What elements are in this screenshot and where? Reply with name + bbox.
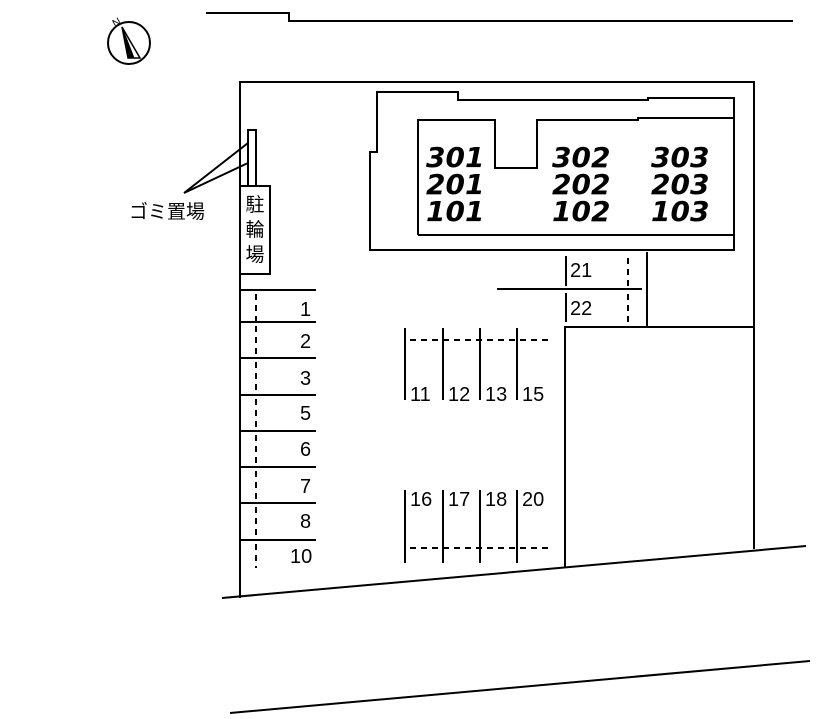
compass-north-arrow-icon bbox=[107, 21, 151, 65]
top-boundary-line bbox=[206, 12, 793, 22]
room-101: 101 bbox=[426, 195, 485, 228]
room-203: 203 bbox=[651, 168, 710, 201]
parking-space-16: 16 bbox=[410, 489, 433, 511]
parking-space-10: 10 bbox=[290, 546, 313, 568]
parking-space-6: 6 bbox=[300, 439, 312, 461]
parking-space-2: 2 bbox=[300, 331, 312, 353]
property-boundary bbox=[239, 81, 755, 598]
room-303: 303 bbox=[651, 141, 710, 174]
room-103: 103 bbox=[651, 195, 710, 228]
room-302: 302 bbox=[552, 141, 611, 174]
center-bottom-parking-lines bbox=[404, 490, 518, 563]
room-301: 301 bbox=[426, 141, 485, 174]
room-201: 201 bbox=[426, 168, 485, 201]
room-102: 102 bbox=[552, 195, 611, 228]
parking-space-1: 1 bbox=[300, 299, 312, 321]
garbage-leader-line-2 bbox=[183, 162, 249, 194]
parking-space-5: 5 bbox=[300, 403, 312, 425]
parking-space-22: 22 bbox=[570, 298, 593, 320]
left-parking-dividers bbox=[240, 289, 316, 541]
bicycle-parking-label: 駐輪場 bbox=[245, 194, 265, 266]
parking-space-3: 3 bbox=[300, 368, 312, 390]
right-lot-block bbox=[564, 326, 754, 567]
garbage-area-box bbox=[247, 129, 257, 187]
road-edge-far bbox=[229, 660, 811, 714]
parking-space-7: 7 bbox=[300, 476, 312, 498]
parking-space-8: 8 bbox=[300, 511, 312, 533]
parking-space-11: 11 bbox=[410, 384, 431, 406]
garbage-leader-line-1 bbox=[183, 142, 249, 194]
parking-space-17: 17 bbox=[448, 489, 471, 511]
parking-space-18: 18 bbox=[485, 489, 508, 511]
room-202: 202 bbox=[552, 168, 611, 201]
parking-space-21: 21 bbox=[570, 260, 593, 282]
garbage-area-label: ゴミ置場 bbox=[129, 201, 206, 223]
parking-space-15: 15 bbox=[522, 384, 545, 406]
parking-space-12: 12 bbox=[448, 384, 471, 406]
parking-space-20: 20 bbox=[522, 489, 545, 511]
building-inner bbox=[417, 117, 734, 235]
road-edge-near bbox=[221, 545, 807, 599]
building-outline bbox=[369, 91, 735, 251]
parking-space-13: 13 bbox=[485, 384, 508, 406]
